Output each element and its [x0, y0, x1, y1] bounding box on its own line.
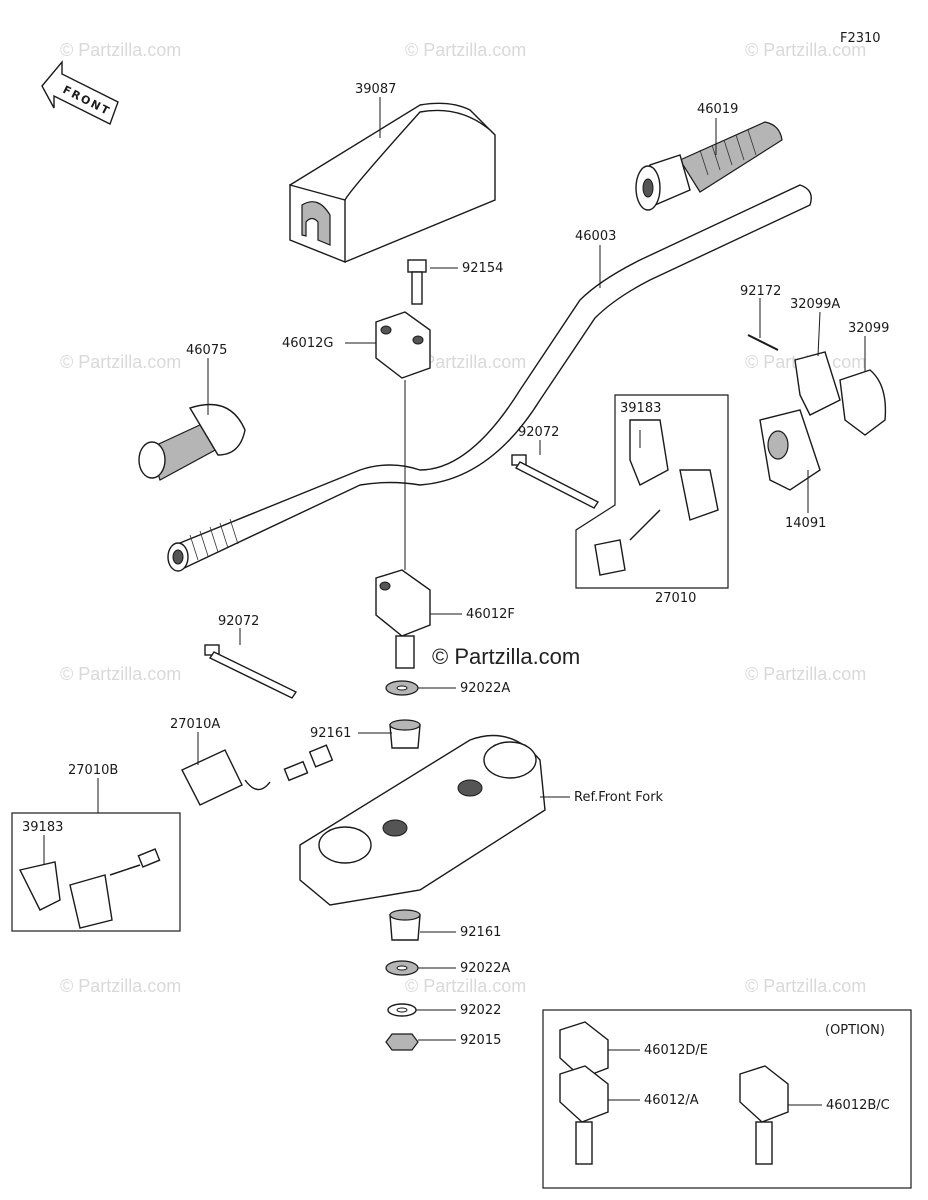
part-label: 46012G	[282, 336, 333, 351]
switch-27010A	[181, 744, 334, 806]
option-box: (OPTION)	[542, 1009, 912, 1189]
part-label: 92172	[740, 284, 781, 299]
front-arrow-icon: FRONT	[41, 60, 119, 125]
clamp-46012G	[375, 311, 431, 379]
handlebar-pad	[289, 102, 496, 264]
watermark: © Partzilla.com	[745, 976, 866, 996]
part-label: 39183	[620, 401, 661, 416]
watermark: © Partzilla.com	[60, 352, 181, 372]
cable-tie-upper	[511, 454, 600, 509]
watermark: © Partzilla.com	[60, 976, 181, 996]
part-label: 92015	[460, 1033, 501, 1048]
part-label: 92161	[310, 726, 351, 741]
switch-assembly-27010	[575, 394, 729, 589]
part-label: 32099A	[790, 297, 840, 312]
triple-clamp	[299, 734, 546, 906]
switch-housing-32099	[747, 334, 887, 491]
watermark: © Partzilla.com	[405, 352, 526, 372]
part-label: 46012/A	[644, 1093, 699, 1108]
part-label: 92072	[518, 425, 559, 440]
washer-lower-a	[385, 960, 419, 976]
figure-code: F2310	[840, 31, 881, 46]
part-label: 27010B	[68, 763, 118, 778]
part-label: 14091	[785, 516, 826, 531]
watermark: © Partzilla.com	[405, 40, 526, 60]
switch-assembly-27010B	[11, 812, 181, 932]
left-grip	[138, 403, 246, 481]
watermark: © Partzilla.com	[60, 40, 181, 60]
watermark: © Partzilla.com	[745, 40, 866, 60]
part-label: 46012B/C	[826, 1098, 890, 1113]
part-label: 92072	[218, 614, 259, 629]
part-label: 27010A	[170, 717, 220, 732]
watermark: © Partzilla.com	[405, 976, 526, 996]
part-label: 92022	[460, 1003, 501, 1018]
clamp-46012F	[375, 569, 431, 669]
bolt-92154	[407, 259, 427, 305]
center-watermark: © Partzilla.com	[432, 644, 580, 669]
part-label: 46019	[697, 102, 738, 117]
watermark-layer: © Partzilla.com © Partzilla.com © Partzi…	[60, 40, 866, 996]
part-label: 46075	[186, 343, 227, 358]
watermark: © Partzilla.com	[745, 664, 866, 684]
washer-92022	[387, 1003, 417, 1017]
bushing-upper	[389, 719, 421, 749]
part-label: 92022A	[460, 681, 510, 696]
part-label: 92022A	[460, 961, 510, 976]
cable-tie-lower	[204, 644, 298, 699]
bushing-lower	[389, 909, 421, 941]
leader-lines	[43, 97, 866, 1106]
nut-92015	[385, 1033, 419, 1051]
handlebar	[167, 184, 812, 572]
part-label: 92161	[460, 925, 501, 940]
option-label: (OPTION)	[825, 1023, 885, 1038]
part-label: 39183	[22, 820, 63, 835]
throttle-grip	[635, 121, 783, 211]
part-label: 39087	[355, 82, 396, 97]
part-label: 32099	[848, 321, 889, 336]
part-label: 46012D/E	[644, 1043, 708, 1058]
part-labels: 39087 46019 46003 92154 46012G 46075 921…	[22, 82, 890, 1113]
ref-label: Ref.Front Fork	[574, 790, 664, 805]
washer-upper	[385, 680, 419, 696]
watermark: © Partzilla.com	[60, 664, 181, 684]
part-label: 46012F	[466, 607, 515, 622]
part-label: 46003	[575, 229, 616, 244]
part-label: 92154	[462, 261, 503, 276]
part-label: 27010	[655, 591, 696, 606]
